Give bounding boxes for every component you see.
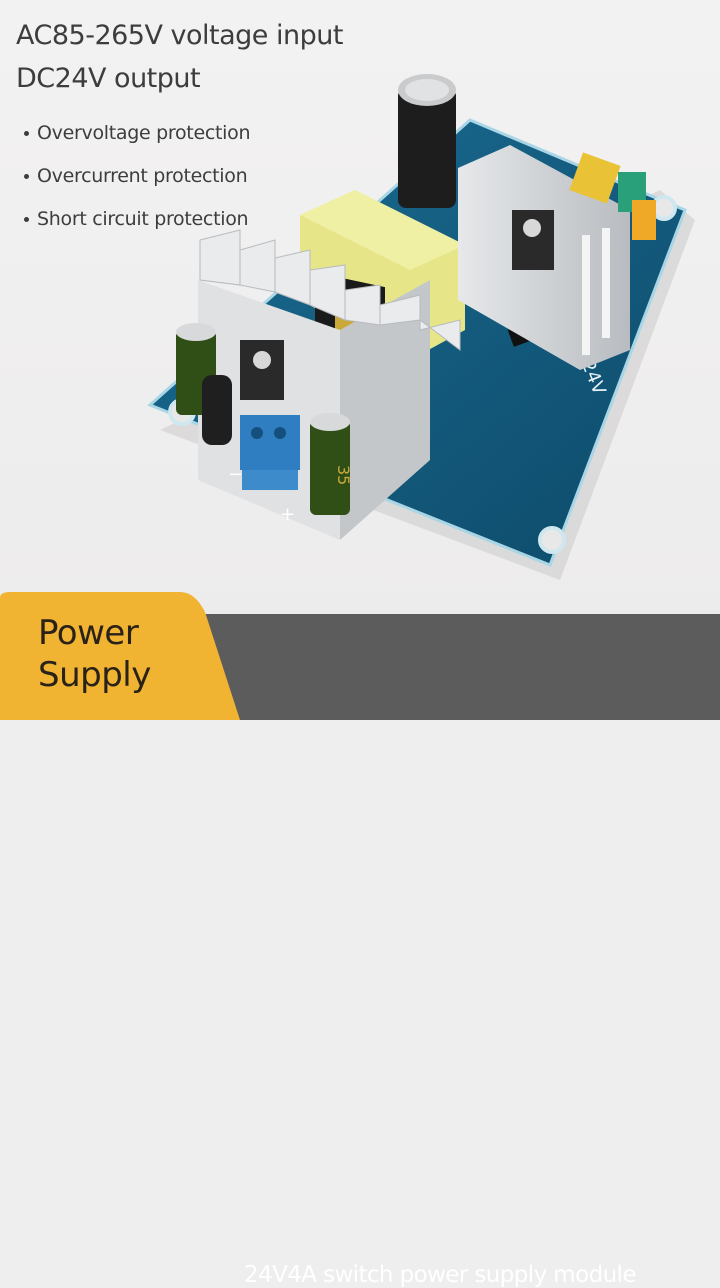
feature-item: Short circuit protection: [24, 198, 250, 241]
feature-item: Overvoltage protection: [24, 112, 251, 155]
bullet-icon: [24, 131, 29, 136]
bullet-icon: [24, 174, 29, 179]
headline-output-spec: DC24V output: [16, 63, 201, 94]
output-terminal: [240, 415, 300, 490]
front-heatsink: [198, 229, 461, 540]
feature-item: Overcurrent protection: [24, 155, 250, 198]
bullet-icon: [24, 217, 29, 222]
svg-text:35: 35: [334, 465, 353, 485]
input-terminal-orange: [632, 200, 656, 240]
terminal-plus-label: +: [280, 504, 295, 525]
bulk-capacitor: [398, 74, 456, 208]
headline-input-spec: AC85-265V voltage input: [16, 20, 343, 51]
banner-caption: 24V4A switch power supply module: [244, 1262, 636, 1288]
x-capacitor: [569, 152, 621, 204]
power-supply-badge: [0, 592, 240, 720]
output-capacitor-right: 35: [310, 413, 353, 515]
terminal-minus-label: −: [228, 464, 243, 485]
right-heatsink: [458, 145, 630, 370]
inductor: [202, 375, 232, 445]
power-supply-board-illustration: AC-DC24V: [140, 60, 720, 590]
feature-list: Overvoltage protection Overcurrent prote…: [24, 112, 251, 241]
headline: AC85-265V voltage input DC24V output: [16, 14, 343, 100]
badge-label: Power Supply: [38, 613, 151, 695]
